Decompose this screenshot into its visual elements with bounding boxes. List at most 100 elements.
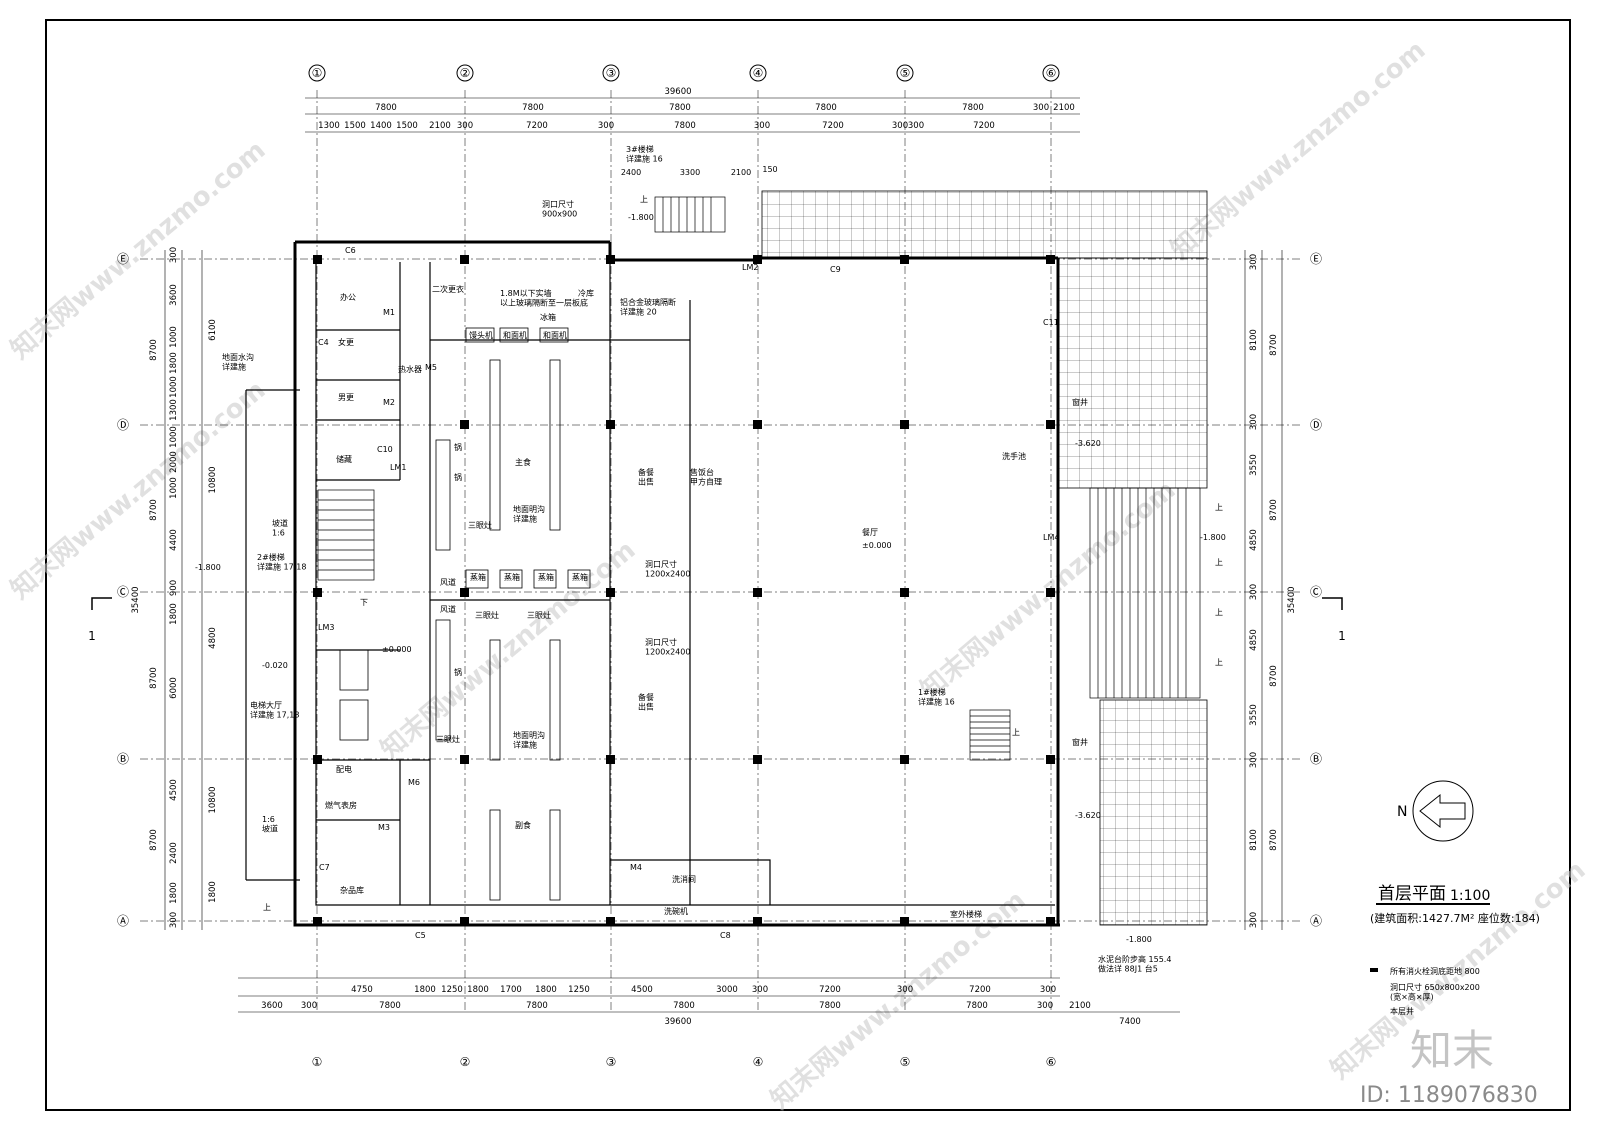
- axis-label: ③: [606, 66, 617, 80]
- axis-label: ⑤: [900, 1055, 911, 1069]
- axis-label: Ⓐ: [117, 914, 129, 928]
- note-duct-wall: 地面水沟详建施: [222, 352, 254, 372]
- dim-stair: 2100: [731, 168, 751, 177]
- room-second-change: 二次更衣: [432, 284, 464, 294]
- door-tag: M1: [383, 308, 395, 317]
- axis-label: Ⓑ: [1310, 752, 1322, 766]
- label-steamer: 蒸箱: [470, 572, 486, 582]
- window-tag: C10: [377, 445, 393, 454]
- dim-detail: 4500: [169, 779, 179, 801]
- label-three-stove: 三眼灶: [475, 610, 499, 620]
- dim-detail: 1000: [169, 477, 179, 499]
- dim-bay: 7800: [379, 1001, 401, 1011]
- door-tag: M6: [408, 778, 420, 787]
- dim-total: 8700: [1269, 665, 1279, 687]
- room-main-food: 主食: [515, 457, 531, 467]
- note-line-2: 洞口尺寸 650x800x200(宽×高×厚): [1390, 982, 1480, 1002]
- dim-total: 10800: [208, 786, 218, 813]
- north-arrow: N: [1397, 780, 1474, 842]
- room-side-food: 副食: [515, 820, 531, 830]
- dim-detail: 2100: [429, 121, 451, 131]
- note-partition: 1.8M以下实墙以上玻璃隔断至一层板底: [500, 288, 588, 308]
- title-block: 首层平面 1:100 (建筑面积:1427.7M² 座位数:184): [1370, 884, 1540, 925]
- door-tag: M2: [383, 398, 395, 407]
- dim-detail: 300: [169, 247, 179, 263]
- dim-detail: 1000: [169, 376, 179, 398]
- label-dough: 馒头机: [469, 330, 493, 340]
- label-duct: 风道: [440, 604, 456, 614]
- window-tag: C7: [319, 863, 330, 872]
- dim-detail: 6000: [169, 677, 179, 699]
- level-dining: ±0.000: [862, 541, 892, 550]
- dim-total: 39600: [664, 87, 691, 97]
- label-wok: 锅: [454, 667, 462, 677]
- axis-label: Ⓓ: [117, 418, 129, 432]
- label-up: 上: [1215, 608, 1223, 617]
- room-storage: 储藏: [336, 454, 352, 464]
- dim-detail: 3550: [1249, 454, 1259, 476]
- label-ice-machine: 冰箱: [540, 312, 556, 322]
- room-prep-out-2: 备餐出售: [638, 692, 654, 712]
- brand-logo: 知末: [1410, 1026, 1494, 1075]
- dim-detail: 7800: [674, 121, 696, 131]
- label-steamer: 蒸箱: [538, 572, 554, 582]
- dim-detail: 300: [1040, 985, 1056, 995]
- axis-label: ③: [606, 1055, 617, 1069]
- dim-stair: 2400: [621, 168, 641, 177]
- axis-label: ②: [460, 1055, 471, 1069]
- dim-detail: 300: [1249, 414, 1259, 430]
- dim-detail: 8100: [1249, 829, 1259, 851]
- dim-bay: 7800: [966, 1001, 988, 1011]
- dimensions-left: 300 3600 1000 1800 1000 1300 1000 2000 1…: [131, 247, 218, 928]
- axis-label: Ⓒ: [117, 585, 129, 599]
- axis-label: ①: [312, 66, 323, 80]
- outdoor-steps: [1089, 487, 1201, 699]
- dim-total: 39600: [664, 1017, 691, 1027]
- note-alu-partition: 铝合金玻璃隔断详建施 20: [620, 297, 676, 317]
- drawing-title: 首层平面: [1378, 884, 1446, 904]
- axis-label: Ⓐ: [1310, 914, 1322, 928]
- dim-total: 8700: [1269, 829, 1279, 851]
- dim-detail: 1500: [344, 121, 366, 131]
- axis-label: ①: [312, 1055, 323, 1069]
- label-hand-wash: 洗手池: [1002, 451, 1026, 461]
- dim-total: 1800: [208, 881, 218, 903]
- terrace-paving-top: [761, 190, 1208, 259]
- axis-label: ④: [753, 66, 764, 80]
- axis-bubbles-right: Ⓔ Ⓓ Ⓒ Ⓑ Ⓐ: [1310, 252, 1322, 928]
- notes: 所有消火栓洞底距地 800 洞口尺寸 650x800x200(宽×高×厚) 本层…: [1370, 966, 1480, 1016]
- dim-bay: 300: [1033, 103, 1049, 113]
- window-tag: C4: [318, 338, 329, 347]
- dim-detail: 900: [169, 580, 179, 596]
- window-tag: C6: [345, 246, 356, 255]
- dim-detail: 1000: [169, 426, 179, 448]
- dim-detail: 3600: [169, 284, 179, 306]
- dim-bay: 7800: [669, 103, 691, 113]
- label-outdoor-stair: 室外楼梯: [950, 909, 982, 919]
- label-up: 上: [1215, 558, 1223, 567]
- dim-total: 35400: [1287, 586, 1297, 613]
- dim-bay: 3600: [261, 1001, 283, 1011]
- label-wok: 锅: [454, 442, 462, 452]
- kitchen-fixtures: [339, 327, 591, 901]
- dim-detail: 300: [1249, 584, 1259, 600]
- dim-detail: 4400: [169, 529, 179, 551]
- axis-bubbles-bottom: ① ② ③ ④ ⑤ ⑥: [312, 1055, 1057, 1069]
- dim-detail: 7200: [819, 985, 841, 995]
- section-label: 1: [1338, 629, 1346, 643]
- window-tag: C5: [415, 931, 426, 940]
- dim-stair: 150: [762, 165, 777, 174]
- dim-detail: 7200: [973, 121, 995, 131]
- door-tag: M4: [630, 863, 642, 872]
- dim-bay: 7800: [522, 103, 544, 113]
- drawing-scale: 1:100: [1450, 888, 1490, 904]
- inner-wall-line: [315, 262, 1055, 906]
- dim-bay: 7800: [673, 1001, 695, 1011]
- dim-detail: 1800: [535, 985, 557, 995]
- label-mixer: 和面机: [503, 330, 527, 340]
- dimensions-bottom: 4750 1800 1250 1800 1700 1800 1250 4500 …: [261, 985, 1141, 1027]
- outer-walls: [293, 240, 1060, 927]
